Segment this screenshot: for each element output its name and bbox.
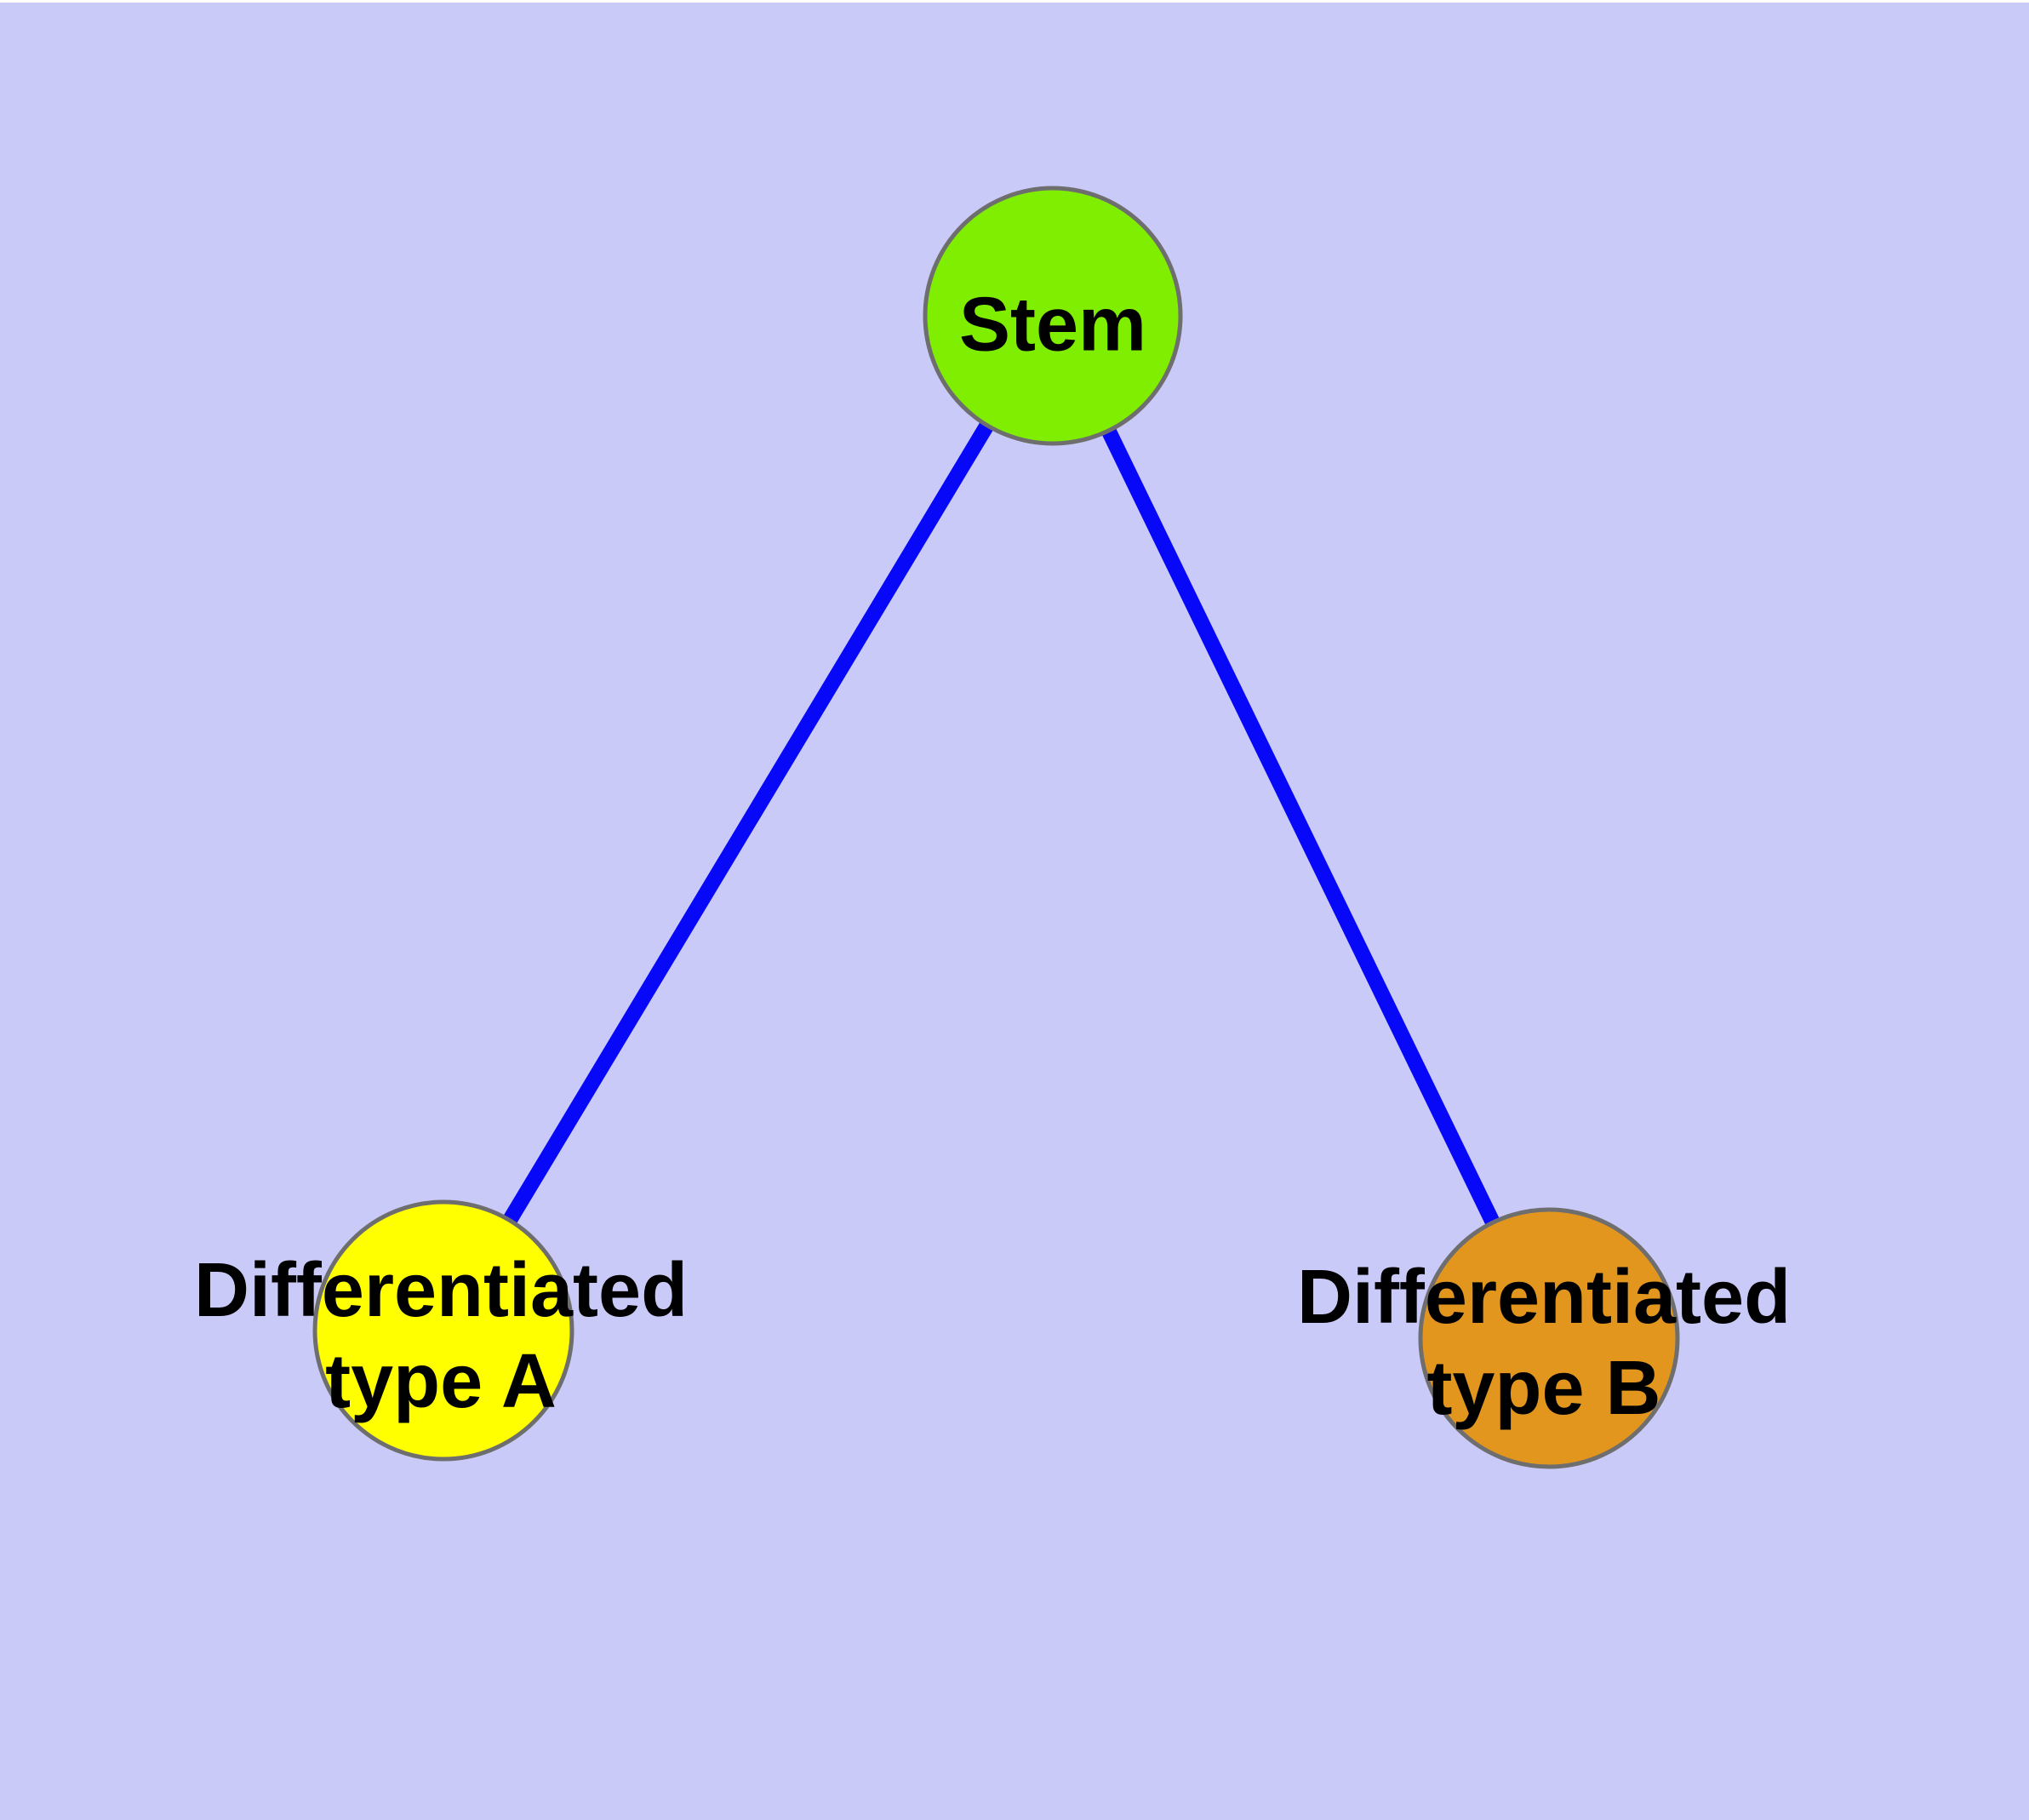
top-margin-strip xyxy=(0,0,2029,3)
edge-stem-to-differentiated-type-a xyxy=(437,312,1060,1335)
label-line: Differentiated xyxy=(193,1248,689,1333)
label-line: Differentiated xyxy=(1296,1255,1792,1340)
label-line: type B xyxy=(1426,1346,1661,1431)
node-label-differentiated-type-a: Differentiated type A xyxy=(194,1245,688,1428)
node-circle-differentiated-type-b[interactable] xyxy=(1418,1207,1680,1469)
label-line: Stem xyxy=(958,282,1147,368)
node-label-differentiated-type-b: Differentiated type B xyxy=(1297,1252,1791,1434)
node-label-stem: Stem xyxy=(959,280,1146,371)
node-circle-differentiated-type-a[interactable] xyxy=(312,1199,574,1462)
node-circle-stem[interactable] xyxy=(923,186,1183,446)
edge-stem-to-differentiated-type-b xyxy=(1045,312,1557,1342)
label-line: type A xyxy=(325,1339,557,1424)
